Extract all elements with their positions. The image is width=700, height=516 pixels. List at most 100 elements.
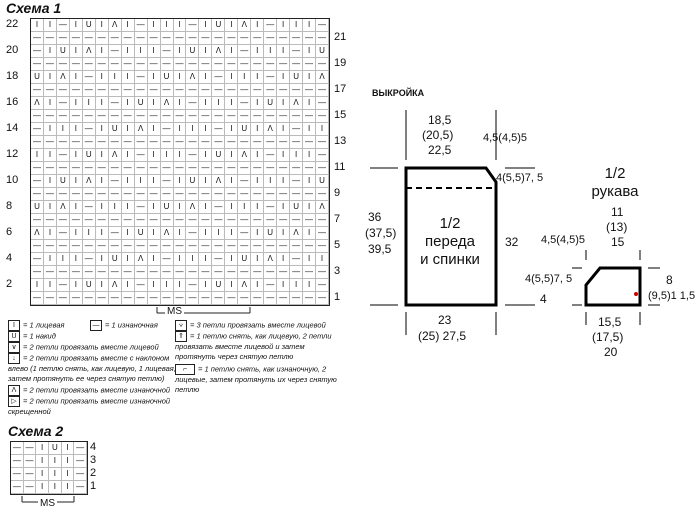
legend-knit: I= 1 лицевая <box>8 320 128 331</box>
scheme1-cell: — <box>31 45 44 58</box>
scheme1-cell: — <box>290 162 304 175</box>
left-row-number: 6 <box>6 226 13 238</box>
scheme1-cell: Λ <box>108 149 122 162</box>
scheme1-cell: U <box>316 45 329 58</box>
scheme1-cell: U <box>238 123 252 136</box>
scheme1-cell: I <box>199 19 213 32</box>
legend-ssk: ↓= 2 петли провязать вместе с наклоном в… <box>8 353 176 383</box>
legend-p2tog: Λ= 2 петли провязать вместе изнаночной <box>8 385 176 396</box>
scheme1-cell: — <box>43 214 57 227</box>
scheme1-cell: I <box>173 97 187 110</box>
scheme1-cell: I <box>43 279 57 292</box>
scheme1-cell: Λ <box>186 71 200 84</box>
scheme1-cell: — <box>173 32 187 45</box>
pattern-height: 36 <box>368 210 382 224</box>
scheme1-cell: — <box>31 110 44 123</box>
scheme1-cell: I <box>199 71 213 84</box>
scheme1-cell: — <box>290 188 304 201</box>
scheme1-cell: I <box>173 71 187 84</box>
scheme1-cell: — <box>95 266 109 279</box>
scheme1-cell: I <box>225 201 239 214</box>
sleeve-side: 4,5(4,5)5 <box>541 234 586 246</box>
scheme1-cell: — <box>264 84 278 97</box>
scheme1-cell: I <box>121 71 135 84</box>
scheme1-cell: I <box>147 97 161 110</box>
scheme1-cell: — <box>43 188 57 201</box>
scheme1-cell: I <box>277 97 291 110</box>
scheme1-cell: I <box>277 175 291 188</box>
pattern-top-width-2: (20,5) <box>422 128 454 142</box>
scheme1-cell: — <box>160 84 174 97</box>
scheme1-cell: I <box>147 19 161 32</box>
scheme1-cell: Λ <box>134 123 148 136</box>
scheme2-cell: I <box>36 442 49 455</box>
scheme1-cell: — <box>108 175 122 188</box>
scheme1-cell: — <box>238 292 252 305</box>
scheme1-cell: I <box>95 123 109 136</box>
scheme1-cell: I <box>43 201 57 214</box>
scheme1-cell: — <box>31 292 44 305</box>
scheme1-cell: — <box>147 110 161 123</box>
scheme1-cell: — <box>199 214 213 227</box>
scheme1-cell: Λ <box>82 175 96 188</box>
body-label: 1/2 переда и спинки <box>420 215 480 268</box>
left-row-number: 14 <box>6 122 19 134</box>
scheme1-cell: — <box>82 110 96 123</box>
scheme1-cell: — <box>251 136 265 149</box>
scheme1-cell: U <box>186 175 200 188</box>
scheme1-cell: I <box>147 227 161 240</box>
scheme1-cell: I <box>95 227 109 240</box>
scheme1-cell: — <box>134 149 148 162</box>
scheme1-cell: I <box>43 253 57 266</box>
scheme1-cell: — <box>121 136 135 149</box>
scheme1-cell: I <box>69 175 83 188</box>
scheme1-cell: — <box>121 58 135 71</box>
scheme1-cell: — <box>95 136 109 149</box>
scheme1-cell: — <box>82 123 96 136</box>
scheme1-cell: — <box>160 58 174 71</box>
scheme1-cell: I <box>238 71 252 84</box>
scheme2-cell: I <box>36 455 49 468</box>
scheme1-cell: U <box>160 71 174 84</box>
scheme1-cell: — <box>290 253 304 266</box>
scheme1-cell: — <box>303 266 317 279</box>
scheme1-cell: — <box>95 292 109 305</box>
scheme1-cell: — <box>95 84 109 97</box>
scheme1-cell: — <box>290 175 304 188</box>
scheme1-cell: Λ <box>238 149 252 162</box>
legend-three-tog: ⩒= 3 петли провязать вместе лицевой <box>175 320 335 331</box>
scheme1-cell: — <box>212 110 226 123</box>
scheme1-cell: — <box>134 266 148 279</box>
scheme1-cell: — <box>290 136 304 149</box>
scheme1-cell: I <box>173 45 187 58</box>
scheme1-cell: — <box>108 97 122 110</box>
scheme1-cell: — <box>199 240 213 253</box>
scheme1-cell: I <box>199 97 213 110</box>
scheme1-cell: — <box>225 110 239 123</box>
scheme2-cell: U <box>49 442 62 455</box>
scheme1-cell: — <box>43 58 57 71</box>
scheme1-cell: — <box>290 292 304 305</box>
scheme1-title: Схема 1 <box>6 0 62 16</box>
scheme1-cell: I <box>303 253 317 266</box>
scheme1-cell: — <box>238 162 252 175</box>
scheme1-cell: — <box>121 162 135 175</box>
scheme1-cell: I <box>251 279 265 292</box>
scheme1-cell: Λ <box>186 201 200 214</box>
scheme1-cell: — <box>303 162 317 175</box>
scheme1-ms-label: MS <box>165 306 184 317</box>
scheme1-cell: — <box>186 136 200 149</box>
scheme1-cell: — <box>31 32 44 45</box>
right-row-number: 13 <box>334 135 347 147</box>
scheme1-cell: — <box>82 162 96 175</box>
scheme1-cell: I <box>199 227 213 240</box>
scheme1-cell: I <box>69 19 83 32</box>
scheme1-cell: — <box>56 110 70 123</box>
scheme1-cell: I <box>69 227 83 240</box>
scheme1-cell: — <box>69 110 83 123</box>
scheme1-cell: — <box>108 32 122 45</box>
scheme2-row-number: 4 <box>90 441 97 453</box>
scheme1-cell: I <box>251 19 265 32</box>
scheme1-cell: — <box>173 214 187 227</box>
scheme2-cell: — <box>74 455 87 468</box>
